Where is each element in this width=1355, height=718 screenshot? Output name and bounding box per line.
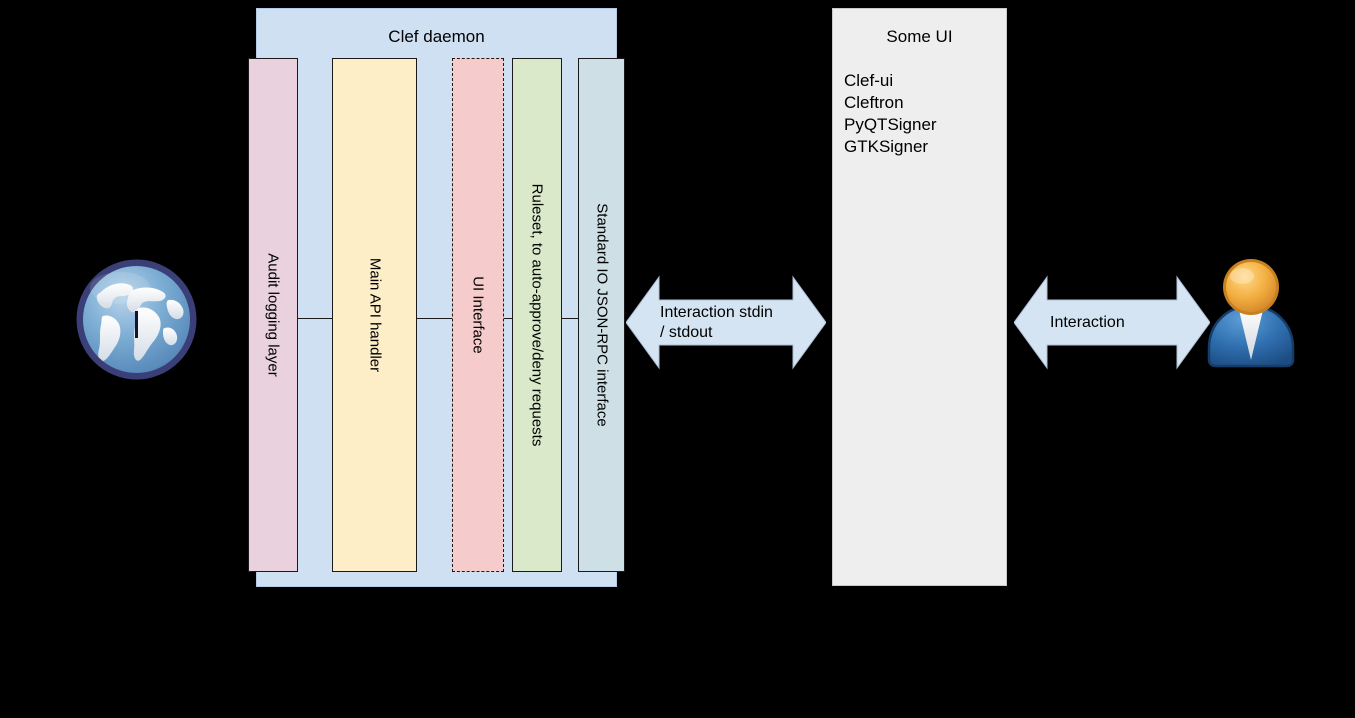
component-ui-interface: UI Interface bbox=[452, 58, 504, 572]
component-label: Audit logging layer bbox=[264, 253, 282, 377]
component-standard-io-jsonrpc: Standard IO JSON-RPC interface bbox=[578, 58, 625, 572]
arrow-ui-to-user: Interaction bbox=[1014, 275, 1210, 370]
list-item: Clef-ui bbox=[844, 71, 894, 90]
component-label: Standard IO JSON-RPC interface bbox=[593, 203, 610, 427]
clef-daemon-panel: Clef daemon bbox=[256, 8, 617, 587]
user-icon bbox=[1205, 256, 1297, 368]
component-ruleset: Ruleset, to auto-approve/deny requests bbox=[512, 58, 562, 572]
component-main-api-handler: Main API handler bbox=[332, 58, 417, 572]
some-ui-panel: Some UI Clef-ui Cleftron PyQTSigner GTKS… bbox=[832, 8, 1007, 586]
component-label: UI Interface bbox=[469, 276, 487, 354]
list-item: PyQTSigner bbox=[844, 115, 937, 134]
list-item: Cleftron bbox=[844, 93, 904, 112]
connector-line bbox=[297, 318, 333, 319]
connector-line bbox=[561, 318, 579, 319]
component-label: Main API handler bbox=[366, 257, 383, 373]
connector-line bbox=[503, 318, 514, 319]
some-ui-list: Clef-ui Cleftron PyQTSigner GTKSigner bbox=[844, 70, 937, 158]
list-item: GTKSigner bbox=[844, 137, 929, 156]
clef-daemon-title: Clef daemon bbox=[388, 27, 485, 46]
some-ui-title: Some UI bbox=[886, 27, 953, 46]
component-label: Ruleset, to auto-approve/deny requests bbox=[528, 183, 546, 447]
component-audit-logging-layer: Audit logging layer bbox=[248, 58, 298, 572]
connector-line bbox=[416, 318, 453, 319]
globe-icon bbox=[73, 256, 200, 383]
arrow-daemon-to-ui: Interaction stdin / stdout bbox=[626, 275, 826, 370]
